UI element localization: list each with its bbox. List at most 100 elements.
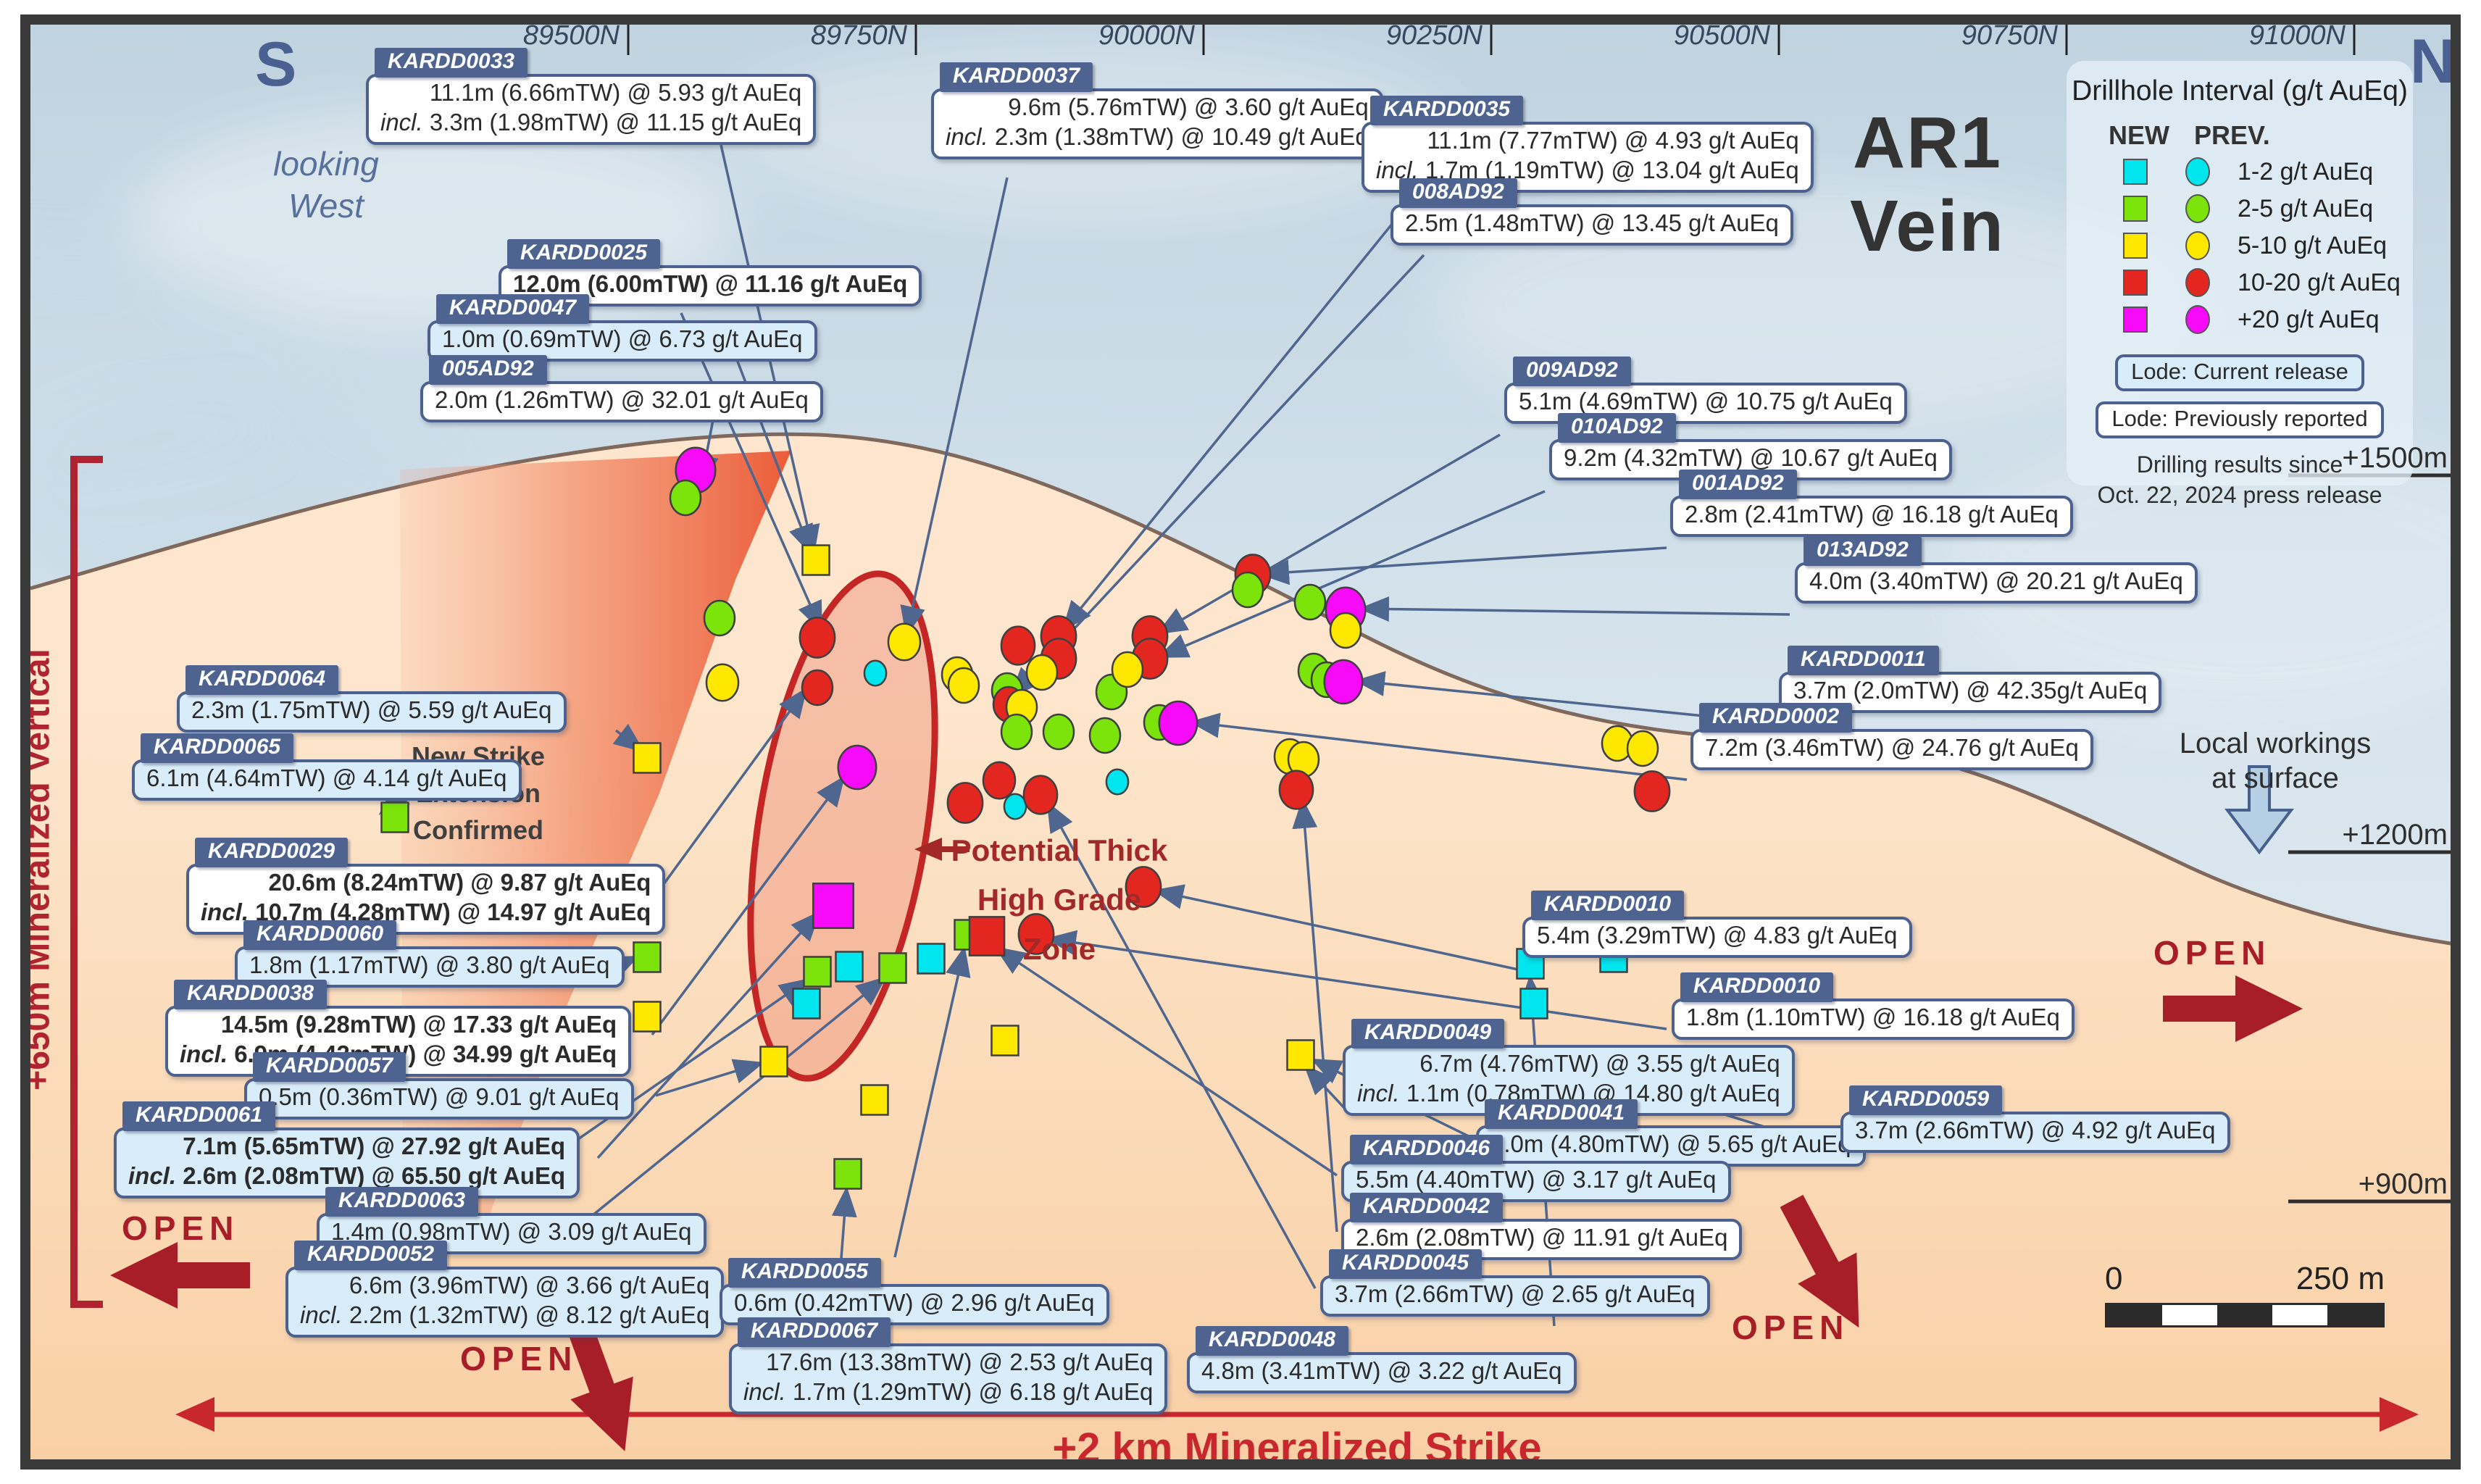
hole-id-tab: KARDD0048 — [1196, 1326, 1349, 1356]
hole-id-tab: KARDD0029 — [195, 838, 349, 867]
legend-square-swatch-green — [2123, 196, 2148, 222]
legend-row: 1-2 g/t AuEq — [2123, 156, 2413, 188]
elevation-label: +1200m — [2342, 819, 2448, 851]
marker-circle-yellow — [1626, 730, 1659, 767]
hole-id-tab: KARDD0038 — [174, 980, 328, 1009]
legend-row-label: 5-10 g/t AuEq — [2238, 231, 2388, 259]
open-arrow-down-right — [1780, 1194, 1859, 1328]
hole-id-tab: KARDD0052 — [294, 1241, 448, 1270]
compass-north: N — [2410, 27, 2456, 96]
high-grade-zone-annotation: Potential Thick High Grade Zone — [951, 833, 1168, 967]
legend-row-label: 10-20 g/t AuEq — [2238, 268, 2401, 296]
open-label-right: OPEN — [2153, 934, 2272, 972]
surface-workings-arrow — [2224, 765, 2295, 855]
hole-id-tab: KARDD0041 — [1485, 1099, 1638, 1129]
elevation-label: +900m — [2358, 1168, 2448, 1200]
legend-row: +20 g/t AuEq — [2123, 304, 2413, 335]
leader-lines — [378, 144, 1838, 1327]
hole-id-tab: 008AD92 — [1399, 178, 1517, 208]
legend-circle-swatch-magenta — [2185, 305, 2210, 334]
interval-box: 2.0m (1.26mTW) @ 32.01 g/t AuEq — [420, 381, 823, 422]
hole-id-tab: KARDD0046 — [1350, 1135, 1504, 1164]
legend-square-swatch-magenta — [2123, 307, 2148, 333]
hole-id-tab: KARDD0065 — [141, 733, 294, 763]
legend-panel: Drillhole Interval (g/t AuEq) NEW PREV. … — [2067, 61, 2413, 508]
marker-square-green — [803, 956, 832, 988]
open-label-bottom: OPEN — [460, 1340, 578, 1377]
open-arrow-right — [2163, 975, 2303, 1042]
marker-circle-green — [1293, 583, 1327, 621]
hole-id-tab: KARDD0010 — [1531, 891, 1685, 920]
legend-row-label: 1-2 g/t AuEq — [2238, 157, 2374, 186]
marker-circle-yellow — [1111, 651, 1144, 688]
marker-circle-red — [1278, 770, 1314, 810]
marker-square-cyan — [792, 988, 821, 1020]
marker-circle-yellow — [1025, 654, 1059, 691]
marker-square-cyan — [835, 951, 864, 983]
interval-box: 2.5m (1.48mTW) @ 13.45 g/t AuEq — [1390, 204, 1793, 246]
interval-box: 5.4m (3.29mTW) @ 4.83 g/t AuEq — [1522, 917, 1912, 958]
axis-label-90500N: 90500N — [1673, 20, 1770, 51]
hole-id-tab: KARDD0033 — [375, 48, 528, 78]
legend-col-prev: PREV. — [2194, 120, 2270, 150]
legend-circle-swatch-red — [2185, 268, 2210, 297]
legend-square-swatch-cyan — [2123, 159, 2148, 185]
legend-row: 2-5 g/t AuEq — [2123, 193, 2413, 225]
interval-box: 3.7m (2.0mTW) @ 42.35g/t AuEq — [1779, 672, 2162, 713]
hole-id-tab: KARDD0011 — [1788, 646, 1939, 675]
marker-square-yellow — [1286, 1039, 1315, 1071]
lode-previous-box: Lode: Previously reported — [2096, 401, 2384, 438]
marker-circle-red — [798, 617, 836, 659]
open-arrow-left — [110, 1242, 250, 1309]
marker-square-yellow — [801, 544, 830, 576]
mineralized-strike-label: +2 km Mineralized Strike — [1052, 1425, 1542, 1472]
hole-id-tab: KARDD0045 — [1329, 1249, 1483, 1279]
legend-circle-swatch-cyan — [2185, 157, 2210, 186]
marker-circle-red — [1022, 775, 1059, 815]
hole-id-tab: 005AD92 — [429, 355, 547, 385]
hole-id-tab: KARDD0067 — [738, 1317, 891, 1347]
interval-box: 8.0m (4.80mTW) @ 5.65 g/t AuEq — [1476, 1125, 1866, 1167]
interval-box: 1.0m (0.69mTW) @ 6.73 g/t AuEq — [428, 320, 817, 362]
marker-circle-red — [1017, 913, 1055, 955]
marker-square-cyan — [1519, 988, 1548, 1020]
marker-circle-magenta — [837, 744, 877, 791]
interval-box: 1.8m (1.10mTW) @ 16.18 g/t AuEq — [1672, 999, 2075, 1040]
scale-max-label: 250 m — [2296, 1261, 2385, 1296]
marker-circle-red — [1000, 625, 1036, 666]
interval-box: 4.0m (3.40mTW) @ 20.21 g/t AuEq — [1795, 562, 2198, 604]
marker-square-green — [380, 801, 409, 833]
strike-arrow — [175, 1397, 2419, 1432]
legend-circle-swatch-yellow — [2185, 231, 2210, 260]
hole-id-tab: KARDD0059 — [1849, 1085, 2003, 1115]
marker-circle-red — [801, 669, 834, 706]
legend-circle-swatch-green — [2185, 194, 2210, 223]
legend-row-label: 2-5 g/t AuEq — [2238, 194, 2374, 222]
open-arrow-down-left — [563, 1312, 633, 1451]
axis-label-90250N: 90250N — [1385, 20, 1483, 51]
marker-square-yellow — [633, 742, 662, 774]
interval-box: 2.8m (2.41mTW) @ 16.18 g/t AuEq — [1670, 496, 2073, 537]
axis-label-89500N: 89500N — [522, 20, 620, 51]
hole-id-tab: KARDD0060 — [243, 920, 397, 950]
